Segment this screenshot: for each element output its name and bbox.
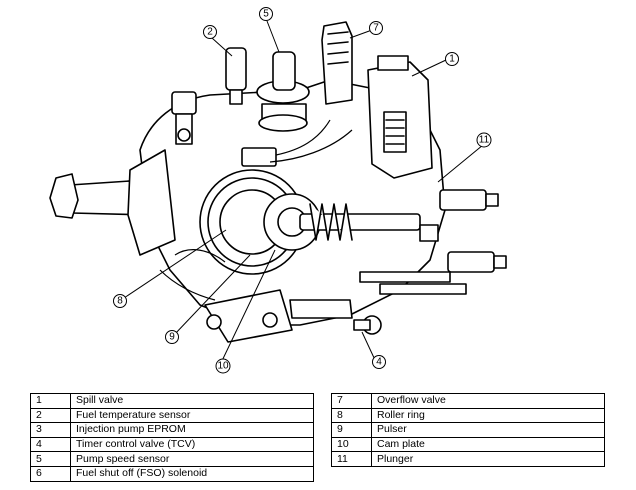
plunger-spring xyxy=(309,203,353,241)
legend-number: 7 xyxy=(331,393,372,409)
legend-name: Injection pump EPROM xyxy=(70,422,314,438)
callout-1: 1 xyxy=(449,54,455,65)
inlet-fitting xyxy=(171,91,197,115)
shaft-nut xyxy=(49,173,79,219)
legend-number: 4 xyxy=(30,436,71,453)
callout-11-circle xyxy=(476,132,492,148)
legend-name: Pulser xyxy=(371,422,605,438)
legend-name: Plunger xyxy=(371,451,605,467)
legend-name: Overflow valve xyxy=(371,393,605,409)
delivery-outlet-upper xyxy=(439,189,487,211)
legend-number: 8 xyxy=(331,407,372,424)
callout-2-circle xyxy=(203,25,217,39)
callout-1-circle xyxy=(445,52,459,66)
callout-8-circle xyxy=(113,294,127,308)
callout-4: 4 xyxy=(376,357,382,368)
callout-5: 5 xyxy=(263,9,269,20)
callout-8: 8 xyxy=(117,296,123,307)
legend-number: 2 xyxy=(30,407,71,424)
callout-9: 9 xyxy=(169,332,175,343)
fuel-temperature-sensor xyxy=(225,47,247,91)
callout-10-circle xyxy=(215,358,231,374)
callout-2: 2 xyxy=(207,27,213,38)
mounting-flange xyxy=(127,149,176,256)
callout-11: 11 xyxy=(479,135,490,146)
legend-name: Timer control valve (TCV) xyxy=(70,436,314,453)
legend-number: 1 xyxy=(30,393,71,409)
legend-number: 5 xyxy=(30,451,71,467)
legend-name: Roller ring xyxy=(371,407,605,424)
callout-7-circle xyxy=(369,21,383,35)
callout-9-circle xyxy=(165,330,179,344)
callout-4-circle xyxy=(372,355,386,369)
callout-5-circle xyxy=(259,7,273,21)
injection-pump-drawing: 1 2 4 5 7 8 9 10 11 xyxy=(49,7,507,374)
legend-number: 10 xyxy=(331,436,372,453)
legend-number: 3 xyxy=(30,422,71,438)
callout-10: 10 xyxy=(217,361,229,372)
legend-name: Fuel temperature sensor xyxy=(70,407,314,424)
legend-number: 11 xyxy=(331,451,372,467)
legend-name: Spill valve xyxy=(70,393,314,409)
legend-name: Fuel shut off (FSO) solenoid xyxy=(70,465,314,482)
delivery-outlet-lower xyxy=(447,251,495,273)
mounting-bracket xyxy=(204,289,293,343)
legend-name: Cam plate xyxy=(371,436,605,453)
legend-name: Pump speed sensor xyxy=(70,451,314,467)
legend-number: 6 xyxy=(30,465,71,482)
callout-7: 7 xyxy=(373,23,379,34)
legend-number: 9 xyxy=(331,422,372,438)
timer-control-valve xyxy=(289,299,353,319)
